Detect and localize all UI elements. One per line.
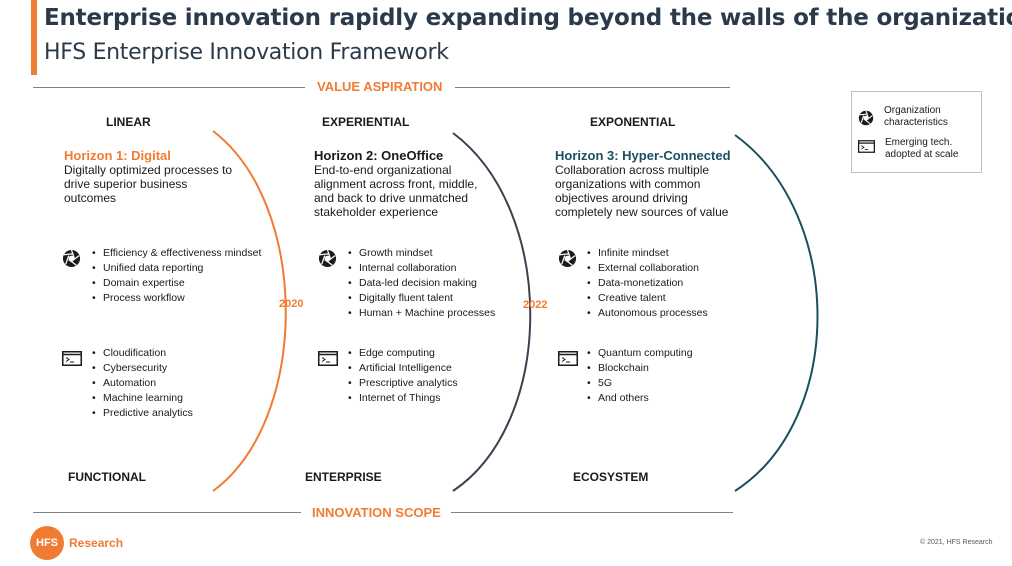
terminal-icon xyxy=(558,351,578,366)
legend-org-label: Organization characteristics xyxy=(884,105,948,128)
legend-org-row: Organization characteristics xyxy=(858,105,979,129)
list-item: And others xyxy=(587,391,693,406)
innovation-scope-label: INNOVATION SCOPE xyxy=(312,505,441,520)
list-item: 5G xyxy=(587,376,693,391)
list-item: Quantum computing xyxy=(587,346,693,361)
list-item: Efficiency & effectiveness mindset xyxy=(92,246,261,261)
aperture-icon xyxy=(318,249,337,268)
list-item: Unified data reporting xyxy=(92,261,261,276)
legend-tech-row: Emerging tech. adopted at scale xyxy=(858,137,980,161)
list-item: Digitally fluent talent xyxy=(348,291,495,306)
legend: Organization characteristics Emerging te… xyxy=(851,91,982,173)
logo-text: Research xyxy=(69,536,124,550)
horizon3-arc xyxy=(734,134,819,492)
list-item: Internal collaboration xyxy=(348,261,495,276)
value-aspiration-label: VALUE ASPIRATION xyxy=(317,79,443,94)
legend-tech-label: Emerging tech. adopted at scale xyxy=(885,137,959,160)
horizon1-org-list: Efficiency & effectiveness mindset Unifi… xyxy=(92,246,261,306)
list-item: Data-led decision making xyxy=(348,276,495,291)
aspiration-exponential: EXPONENTIAL xyxy=(590,115,676,129)
list-item: Human + Machine processes xyxy=(348,306,495,321)
terminal-icon xyxy=(318,351,338,366)
horizon2-description: End-to-end organizational alignment acro… xyxy=(314,163,478,219)
list-item: Prescriptive analytics xyxy=(348,376,458,391)
terminal-icon xyxy=(858,140,875,153)
aperture-icon xyxy=(62,249,81,268)
list-item: Edge computing xyxy=(348,346,458,361)
list-item: Artificial Intelligence xyxy=(348,361,458,376)
list-item: Infinite mindset xyxy=(587,246,708,261)
horizon1-description: Digitally optimized processes to drive s… xyxy=(64,163,233,205)
horizon1-tech-list: Cloudification Cybersecurity Automation … xyxy=(92,346,193,421)
title-accent-bar xyxy=(31,0,37,75)
bottom-axis-line-left xyxy=(33,512,301,513)
scope-enterprise: ENTERPRISE xyxy=(305,470,382,484)
list-item: Cybersecurity xyxy=(92,361,193,376)
aspiration-linear: LINEAR xyxy=(106,115,151,129)
horizon1-title: Horizon 1: Digital xyxy=(64,148,171,163)
horizon2-title: Horizon 2: OneOffice xyxy=(314,148,444,163)
list-item: Creative talent xyxy=(587,291,708,306)
year-label: 2020 xyxy=(279,298,304,310)
list-item: External collaboration xyxy=(587,261,708,276)
list-item: Domain expertise xyxy=(92,276,261,291)
aspiration-experiential: EXPERIENTIAL xyxy=(322,115,410,129)
horizon3-title: Horizon 3: Hyper-Connected xyxy=(555,148,731,163)
list-item: Blockchain xyxy=(587,361,693,376)
page-title: Enterprise innovation rapidly expanding … xyxy=(44,5,1012,31)
scope-ecosystem: ECOSYSTEM xyxy=(573,470,649,484)
horizon3-tech-list: Quantum computing Blockchain 5G And othe… xyxy=(587,346,693,406)
list-item: Machine learning xyxy=(92,391,193,406)
horizon2-tech-list: Edge computing Artificial Intelligence P… xyxy=(348,346,458,406)
bottom-axis-line-right xyxy=(451,512,733,513)
hfs-logo: HFS Research xyxy=(30,526,123,560)
aperture-icon xyxy=(858,110,874,126)
top-axis-line-left xyxy=(33,87,305,88)
list-item: Growth mindset xyxy=(348,246,495,261)
logo-mark: HFS xyxy=(30,526,64,560)
horizon3-org-list: Infinite mindset External collaboration … xyxy=(587,246,708,321)
list-item: Internet of Things xyxy=(348,391,458,406)
copyright: © 2021, HFS Research xyxy=(920,539,993,546)
list-item: Cloudification xyxy=(92,346,193,361)
list-item: Autonomous processes xyxy=(587,306,708,321)
year-label: 2022 xyxy=(523,299,548,311)
top-axis-line-right xyxy=(455,87,730,88)
list-item: Data-monetization xyxy=(587,276,708,291)
horizon2-arc xyxy=(452,132,532,492)
horizon1-arc xyxy=(212,130,287,492)
list-item: Predictive analytics xyxy=(92,406,193,421)
aperture-icon xyxy=(558,249,577,268)
horizon3-description: Collaboration across multiple organizati… xyxy=(555,163,729,219)
page-subtitle: HFS Enterprise Innovation Framework xyxy=(44,40,449,65)
list-item: Automation xyxy=(92,376,193,391)
scope-functional: FUNCTIONAL xyxy=(68,470,146,484)
terminal-icon xyxy=(62,351,82,366)
list-item: Process workflow xyxy=(92,291,261,306)
horizon2-org-list: Growth mindset Internal collaboration Da… xyxy=(348,246,495,321)
